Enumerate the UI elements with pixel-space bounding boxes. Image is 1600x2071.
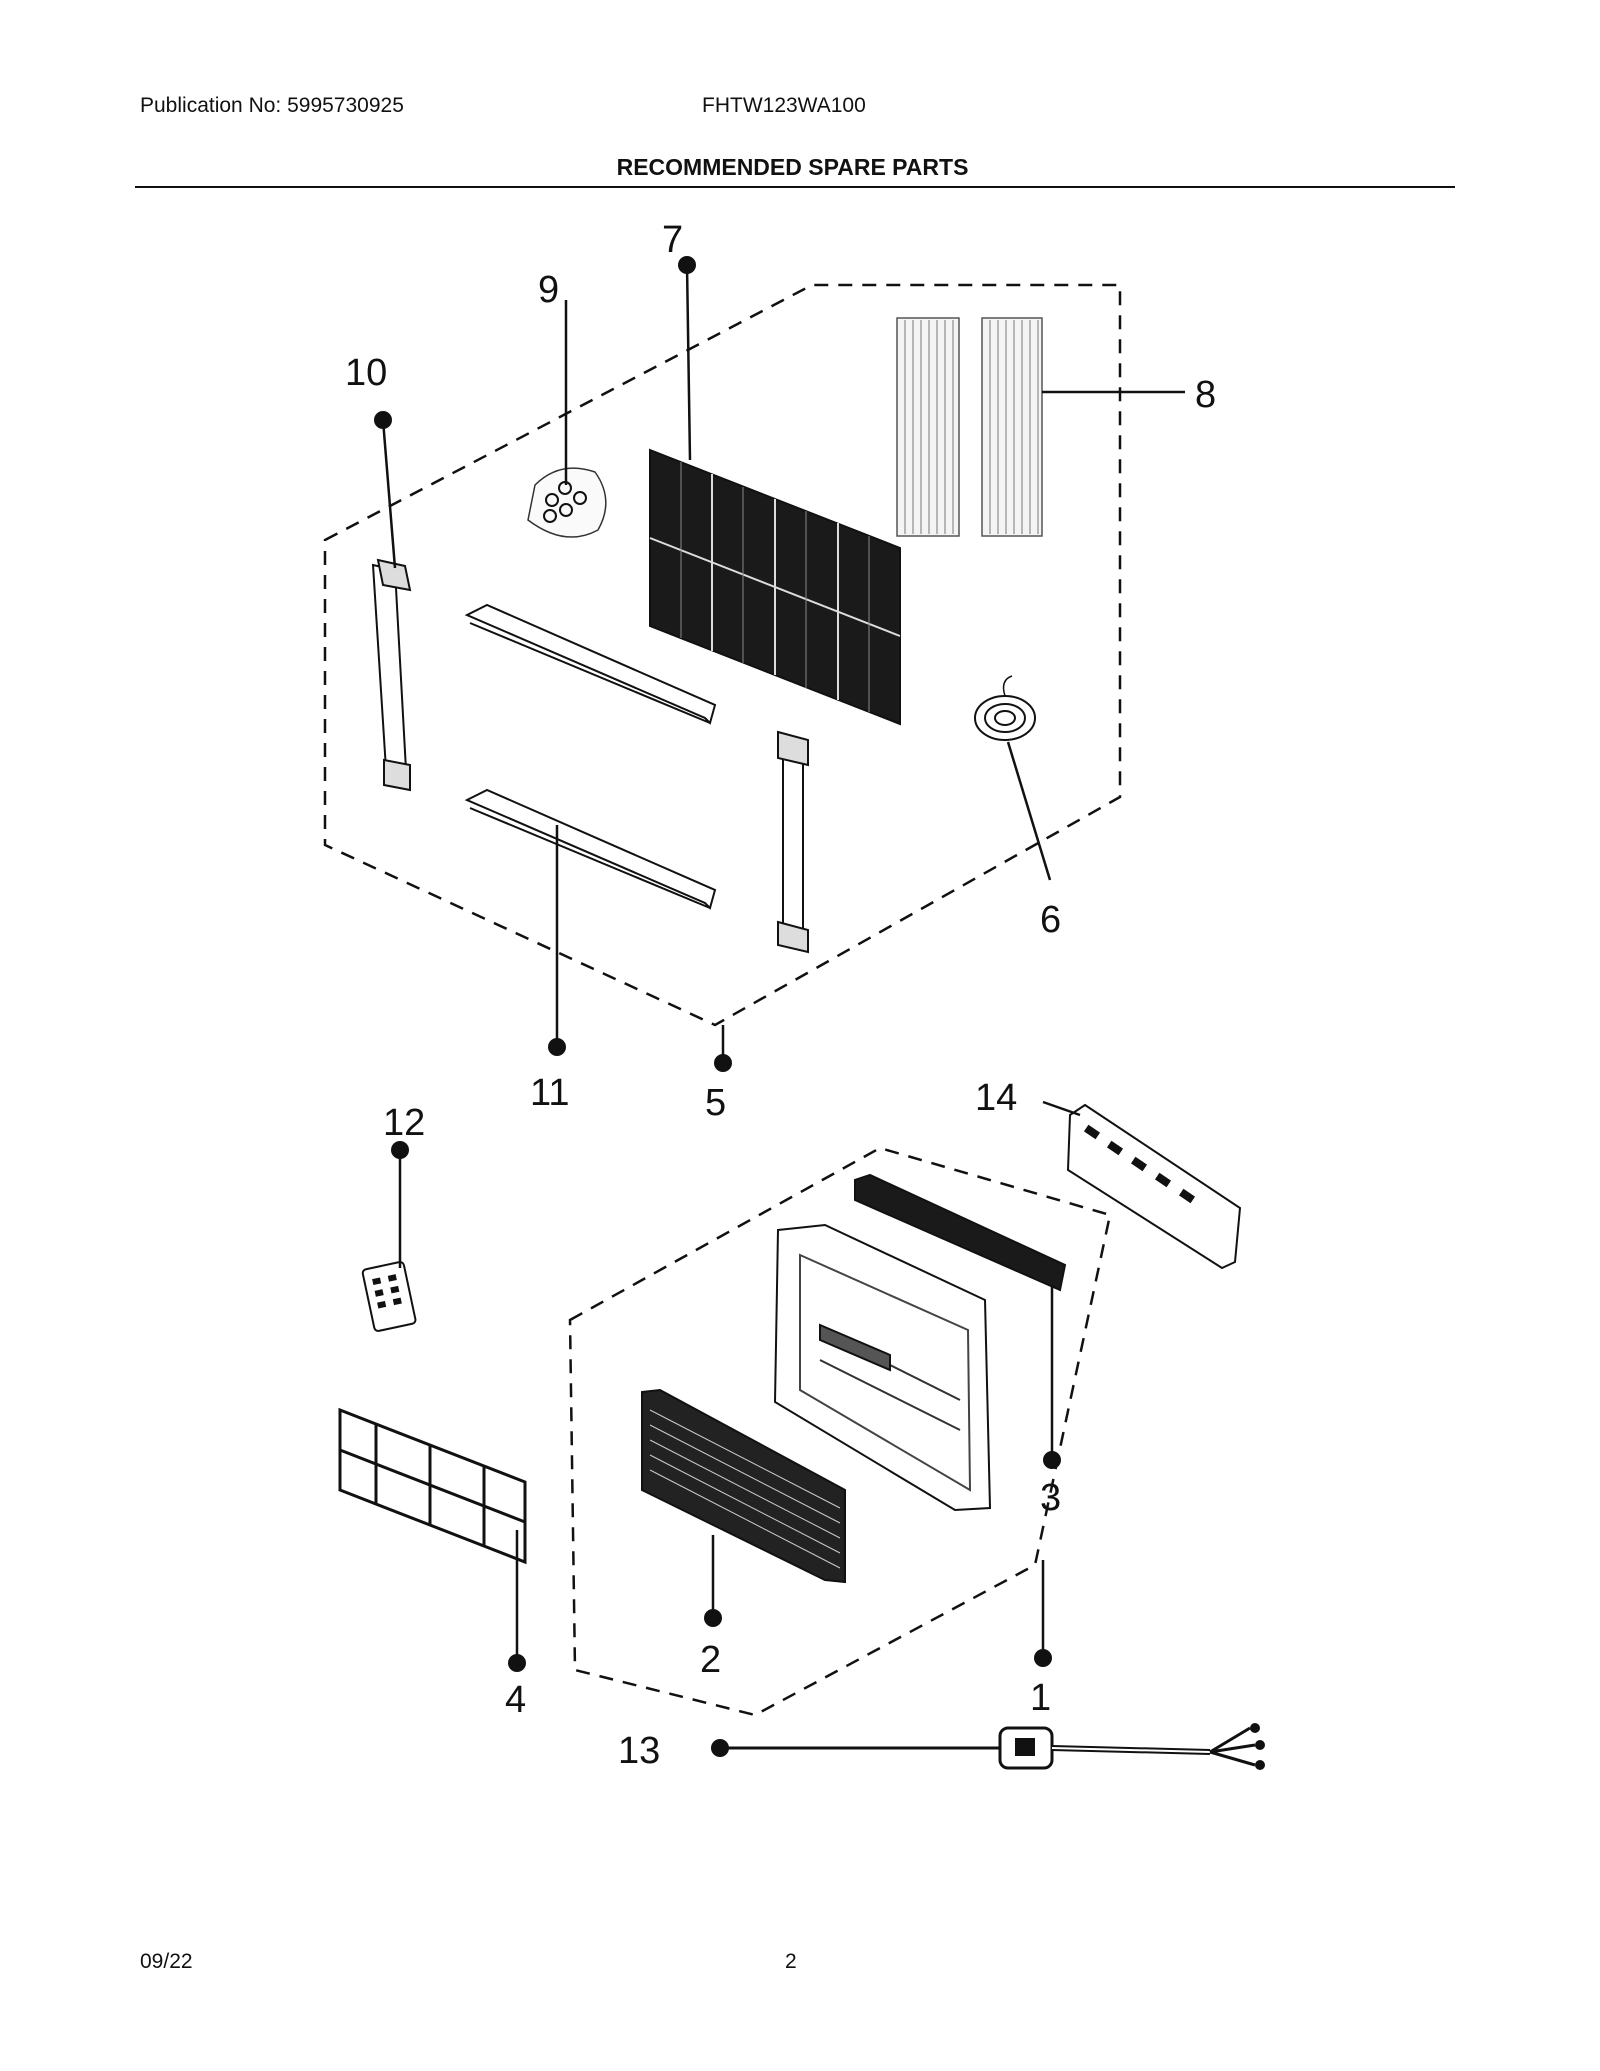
callout-5: 5 [705,1082,726,1124]
publication-number: Publication No: 5995730925 [140,94,404,117]
leader-dots [374,256,1061,1757]
callout-2: 2 [700,1639,721,1681]
page-title: RECOMMENDED SPARE PARTS [616,154,969,180]
remote-control [361,1261,417,1332]
air-filter [338,1407,527,1565]
callout-14: 14 [975,1077,1017,1119]
rear-grille-panel [649,448,901,726]
screw-hardware-bag [527,467,607,538]
callout-4: 4 [505,1679,526,1721]
installation-kit-boundary [323,283,1122,1027]
callout-8: 8 [1195,374,1216,416]
callout-12: 12 [383,1102,425,1144]
power-supply-cord [720,1723,1265,1770]
header-divider [135,186,1455,188]
callout-10: 10 [345,352,387,394]
foam-tape-roll [974,675,1036,741]
callout-9: 9 [538,269,559,311]
bottom-curtain-rail [464,788,717,910]
front-panel [773,1223,992,1512]
page-number: 2 [785,1950,797,1973]
front-grille [641,1388,846,1584]
control-label-decal [1066,1103,1242,1270]
publication-date: 09/22 [140,1950,193,1973]
model-number: FHTW123WA100 [702,94,866,117]
leader-lines [381,264,1185,1663]
top-curtain-rail [464,603,717,725]
callout-13: 13 [618,1730,660,1772]
callout-3: 3 [1040,1477,1061,1519]
callout-1: 1 [1030,1677,1051,1719]
callout-7: 7 [662,219,683,261]
right-side-curtain-frame [777,730,809,954]
air-louver [854,1173,1067,1292]
callout-6: 6 [1040,899,1061,941]
left-side-curtain-frame [371,558,412,792]
foam-seal-strips [896,317,1043,537]
callout-11: 11 [530,1072,569,1114]
